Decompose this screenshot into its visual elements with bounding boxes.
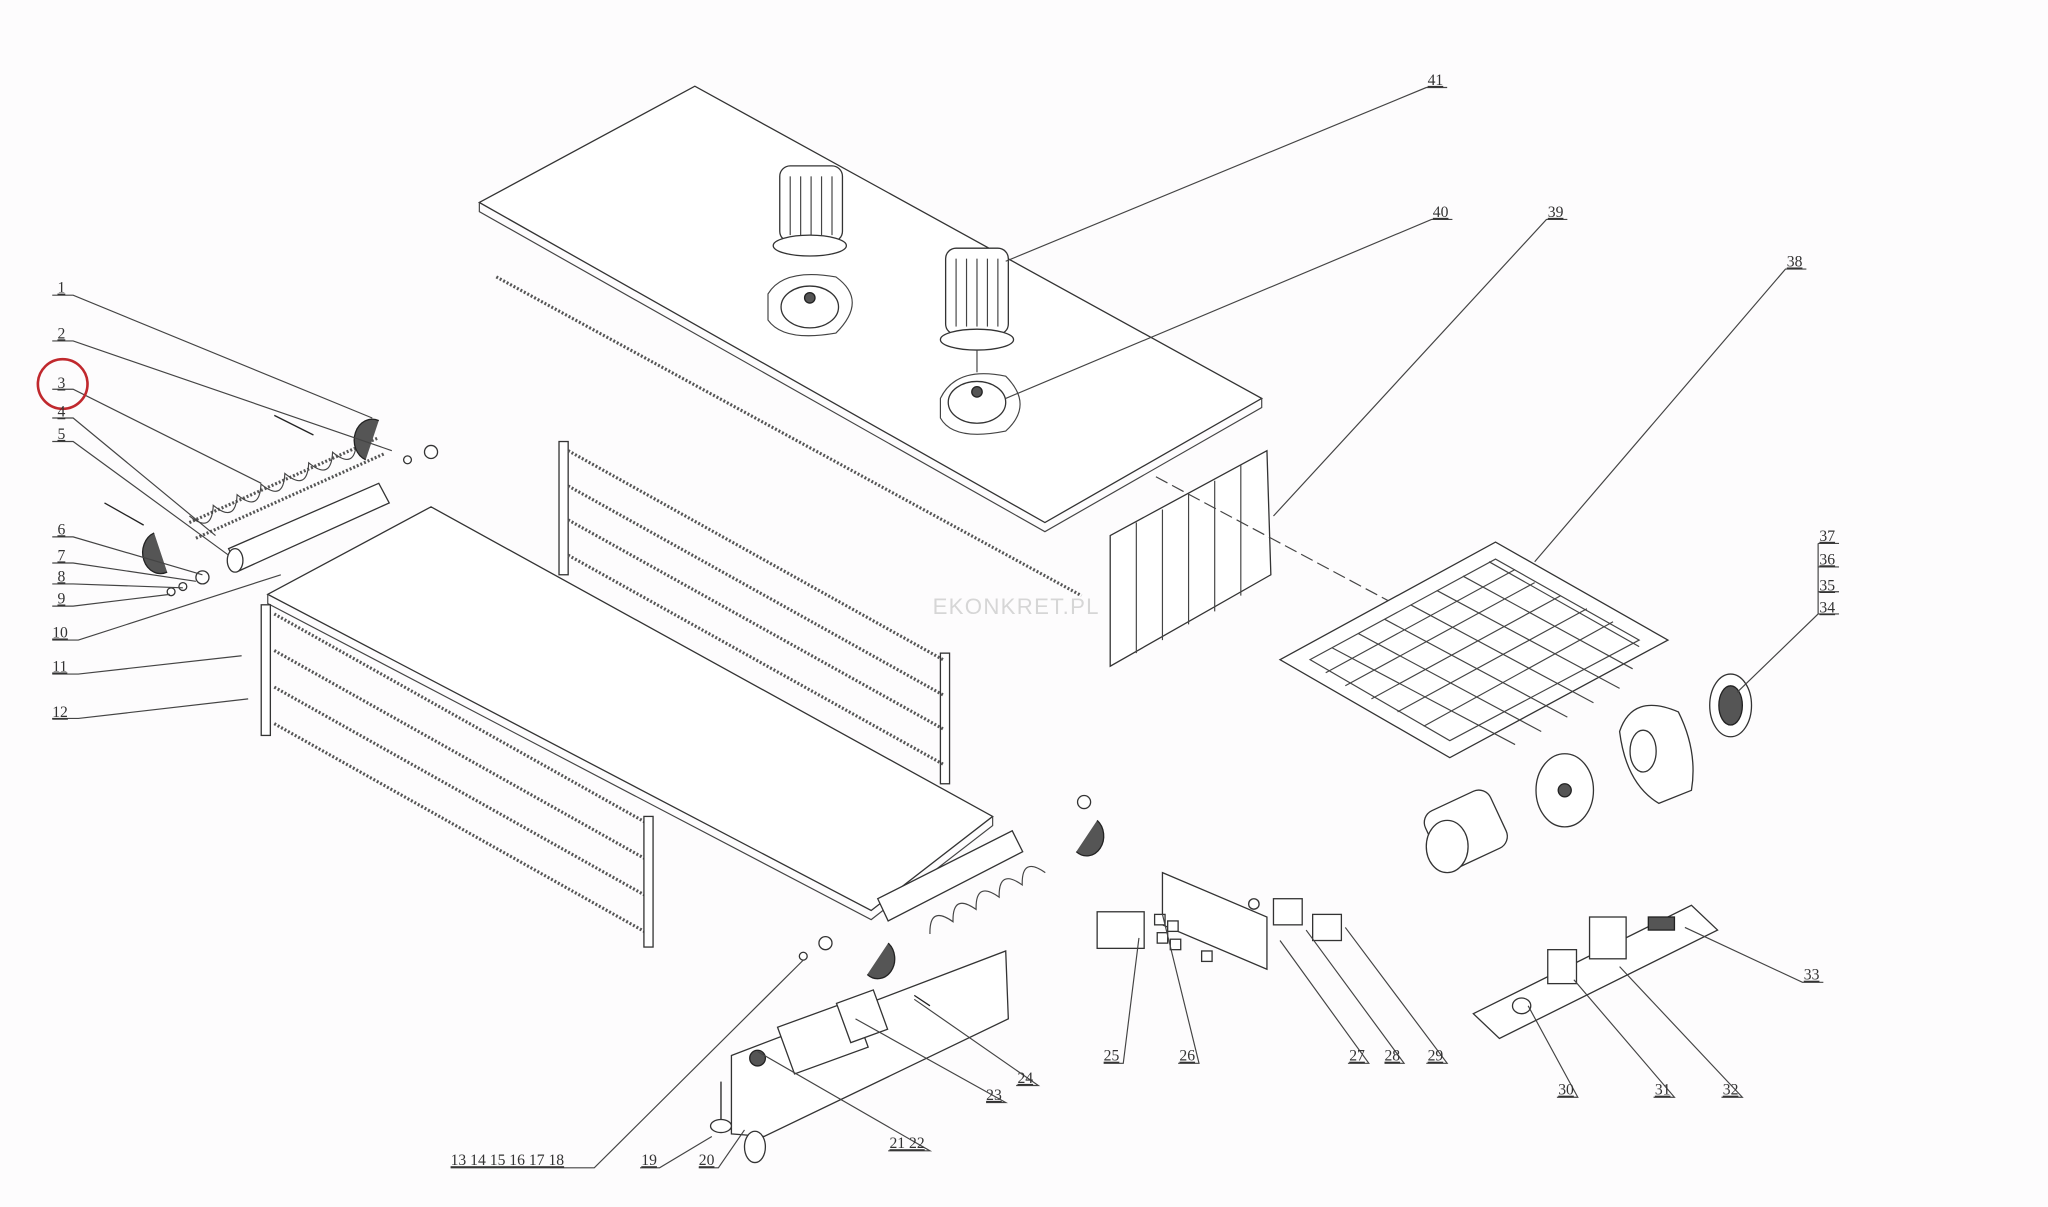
conveyor-board-lower	[260, 506, 994, 948]
blower-assembly	[1423, 673, 1753, 874]
label-27[interactable]: 27	[1349, 1048, 1365, 1065]
filter-grid-panel	[1278, 541, 1670, 759]
label-13-18[interactable]: 13 14 15 16 17 18	[451, 1152, 565, 1169]
circuit-board	[1472, 904, 1719, 1040]
label-11[interactable]: 11	[52, 658, 67, 675]
part-labels: 1 2 3 4 5 6 7 8 9 10 11 12 13 14 15 16 1…	[52, 72, 1835, 1169]
watermark: EKONKRET.PL	[933, 594, 1100, 619]
label-41[interactable]: 41	[1428, 72, 1444, 89]
control-panel	[1096, 871, 1343, 971]
label-2[interactable]: 2	[57, 325, 65, 342]
label-38[interactable]: 38	[1787, 253, 1803, 270]
label-26[interactable]: 26	[1179, 1048, 1195, 1065]
label-39[interactable]: 39	[1548, 204, 1564, 221]
label-31[interactable]: 31	[1655, 1082, 1671, 1099]
label-35[interactable]: 35	[1819, 577, 1835, 594]
curtain-panel	[1109, 449, 1451, 668]
fan-motor-2	[939, 247, 1021, 435]
label-8[interactable]: 8	[57, 568, 65, 585]
label-9[interactable]: 9	[57, 590, 65, 607]
highlight-circle	[36, 357, 89, 411]
label-6[interactable]: 6	[57, 521, 65, 538]
label-37[interactable]: 37	[1819, 528, 1835, 545]
label-12[interactable]: 12	[52, 704, 68, 721]
label-5[interactable]: 5	[57, 426, 65, 443]
label-30[interactable]: 30	[1558, 1082, 1574, 1099]
leader-lines	[52, 86, 1840, 1169]
label-21-22[interactable]: 21 22	[889, 1135, 924, 1152]
label-25[interactable]: 25	[1104, 1048, 1120, 1065]
label-3[interactable]: 3	[57, 375, 65, 392]
fan-motor-1	[767, 165, 853, 337]
drive-stand	[709, 950, 1009, 1164]
label-19[interactable]: 19	[641, 1152, 657, 1169]
label-36[interactable]: 36	[1819, 551, 1835, 568]
label-32[interactable]: 32	[1723, 1082, 1739, 1099]
roller-assembly-top	[104, 414, 439, 597]
label-23[interactable]: 23	[986, 1087, 1002, 1104]
top-panel	[477, 85, 1264, 598]
label-7[interactable]: 7	[57, 547, 65, 564]
label-10[interactable]: 10	[52, 624, 68, 641]
label-24[interactable]: 24	[1017, 1070, 1033, 1087]
roller-assembly-bottom	[798, 794, 1105, 980]
label-33[interactable]: 33	[1804, 967, 1820, 984]
label-40[interactable]: 40	[1433, 204, 1449, 221]
label-4[interactable]: 4	[57, 404, 65, 421]
rack-upper	[558, 440, 951, 785]
label-20[interactable]: 20	[699, 1152, 715, 1169]
label-28[interactable]: 28	[1384, 1048, 1400, 1065]
label-1[interactable]: 1	[57, 280, 65, 297]
label-29[interactable]: 29	[1428, 1048, 1444, 1065]
label-34[interactable]: 34	[1819, 600, 1835, 617]
